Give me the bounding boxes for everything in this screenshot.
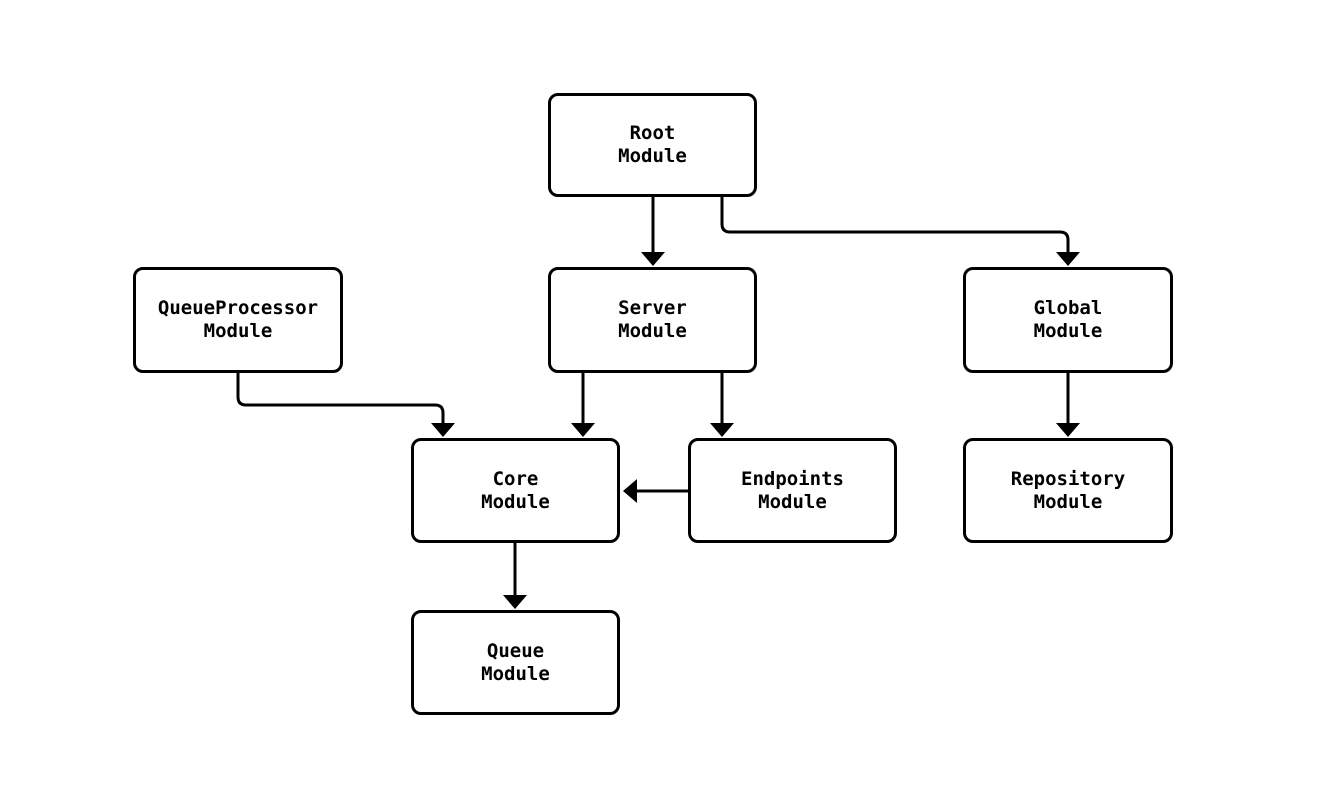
node-label-line1: Queue bbox=[486, 639, 545, 662]
node-core-module: Core Module bbox=[411, 438, 620, 543]
node-label-line1: Server bbox=[618, 297, 687, 319]
node-queue-module: Queue Module bbox=[411, 610, 620, 715]
node-label-line2: Module bbox=[618, 145, 687, 167]
node-label-line2: Module bbox=[1033, 490, 1103, 513]
node-repository-module: Repository Module bbox=[963, 438, 1173, 543]
node-label-line2: Module bbox=[203, 320, 273, 342]
node-label-line1: Core bbox=[492, 467, 539, 490]
node-server-module: Server Module bbox=[548, 267, 757, 373]
node-label-line2: Module bbox=[481, 490, 550, 513]
node-label-line2: Module bbox=[481, 662, 550, 685]
node-endpoints-module: Endpoints Module bbox=[688, 438, 897, 543]
node-label-line1: Root bbox=[629, 122, 676, 144]
node-label-line1: Repository bbox=[1010, 467, 1126, 490]
node-root-module: Root Module bbox=[548, 93, 757, 197]
node-label-line2: Module bbox=[618, 320, 687, 342]
edge-queueprocessor-to-core bbox=[236, 373, 455, 437]
node-label-line1: Global bbox=[1033, 297, 1103, 319]
edge-root-to-global bbox=[720, 197, 1080, 266]
node-global-module: Global Module bbox=[963, 267, 1173, 373]
node-label-line1: Endpoints bbox=[741, 467, 844, 490]
node-label-line2: Module bbox=[1033, 320, 1103, 342]
node-queueprocessor-module: QueueProcessor Module bbox=[133, 267, 343, 373]
node-label-line1: QueueProcessor bbox=[157, 297, 319, 319]
node-label-line2: Module bbox=[758, 490, 827, 513]
